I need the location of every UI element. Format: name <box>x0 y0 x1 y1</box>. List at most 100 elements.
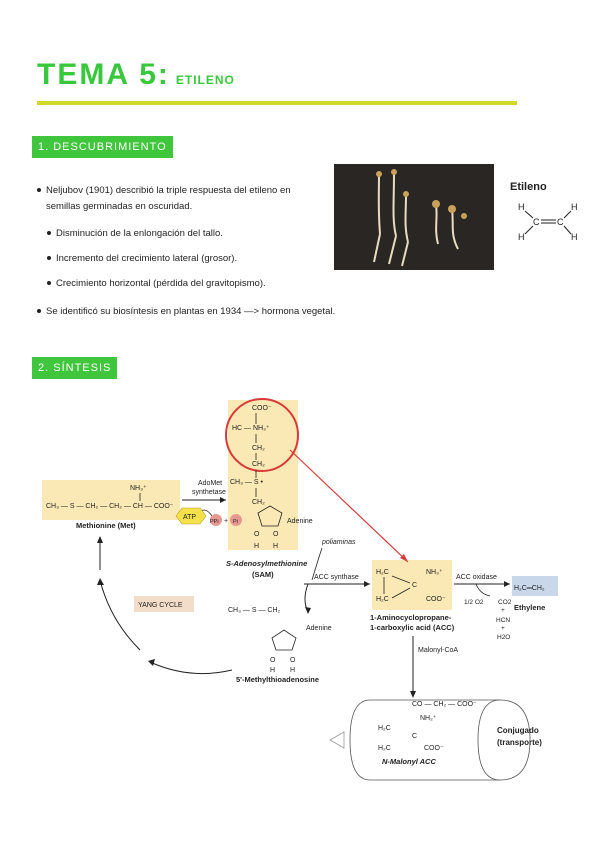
svg-text:C: C <box>412 733 417 740</box>
ethylene-formula: H₂C═CH₂ <box>514 585 545 592</box>
svg-text:H: H <box>518 232 525 242</box>
title-rule <box>37 101 517 105</box>
svg-text:H: H <box>518 202 525 212</box>
met-box <box>42 480 180 520</box>
svg-text:HC — NH₃⁺: HC — NH₃⁺ <box>232 425 270 432</box>
svg-text:CH₂: CH₂ <box>252 461 265 468</box>
conjugado-label: Conjugado <box>497 726 539 735</box>
subbullet-1: Disminución de la enlongación del tallo. <box>47 226 223 242</box>
o2-curve <box>475 583 491 597</box>
ethylene-box <box>512 576 558 596</box>
mta-ring <box>271 629 297 651</box>
svg-text:O: O <box>273 531 279 538</box>
poliaminas-label: poliaminas <box>321 539 356 546</box>
svg-text:O: O <box>270 657 276 664</box>
mta-adenine: Adenine <box>306 625 332 632</box>
svg-text:H₂C: H₂C <box>378 745 391 752</box>
bullet-dot <box>37 188 41 193</box>
subbullet-2: Incremento del crecimiento lateral (gros… <box>47 251 237 267</box>
arrowhead <box>220 497 226 503</box>
seedlings-image <box>373 169 467 267</box>
seedlings-photo <box>334 164 494 270</box>
svg-text:H₂C: H₂C <box>378 725 391 732</box>
atp-star <box>175 507 207 525</box>
ppi-label: PPi <box>210 519 219 525</box>
svg-text:C: C <box>557 217 564 227</box>
arrowhead <box>410 691 416 698</box>
atp-label: ATP <box>183 514 196 521</box>
svg-text:H₂C: H₂C <box>376 569 389 576</box>
svg-text:C: C <box>412 582 417 589</box>
mta-label: 5'-Methylthioadenosine <box>236 675 319 684</box>
arrowhead <box>148 659 155 666</box>
bullet-neljubov: Neljubov (1901) describió la triple resp… <box>37 183 291 215</box>
svg-text:CH₃ — S — CH₂ — CH₂ — CH — COO: CH₃ — S — CH₂ — CH₂ — CH — COO⁻ <box>46 503 174 510</box>
svg-text:CH₃ — S — CH₂: CH₃ — S — CH₂ <box>228 607 281 614</box>
acc-label-2: 1-carboxylic acid (ACC) <box>370 623 455 632</box>
svg-text:NH₃⁺: NH₃⁺ <box>426 569 443 576</box>
svg-text:C: C <box>533 217 540 227</box>
yang-label: YANG CYCLE <box>138 602 183 609</box>
h2o-label: H2O <box>497 634 510 641</box>
hcn-label: HCN <box>496 617 510 624</box>
plus-sign: + <box>224 518 228 525</box>
highlight-circle <box>225 398 299 472</box>
arrowhead <box>364 581 370 587</box>
svg-text:CH₂: CH₂ <box>252 445 265 452</box>
hollow-arrow <box>329 731 345 749</box>
malonyl-acc-label: N-Malonyl ACC <box>382 757 436 766</box>
svg-text:NH₃⁺: NH₃⁺ <box>130 485 147 492</box>
svg-text:O: O <box>254 531 260 538</box>
acc-box <box>372 560 452 610</box>
cycle-arrow-2 <box>99 579 141 651</box>
svg-text:CO — CH₂ — COO⁻: CO — CH₂ — COO⁻ <box>412 701 477 708</box>
bullet-dot <box>37 309 41 314</box>
adomet-label: AdoMet <box>198 480 222 487</box>
red-arrow <box>289 449 409 563</box>
ethylene-label: Etileno <box>510 181 547 193</box>
bullet-dot <box>47 231 51 236</box>
ppi-circle <box>210 514 222 526</box>
svg-text:H: H <box>571 232 578 242</box>
svg-text:COO⁻: COO⁻ <box>252 405 272 412</box>
svg-text:H: H <box>273 543 278 550</box>
red-arrowhead <box>400 554 408 562</box>
o2-label: 1/2 O2 <box>464 599 484 606</box>
transporte-label: (transporte) <box>497 738 542 747</box>
pi-label: Pi <box>233 519 238 525</box>
acco-label: ACC oxidase <box>456 574 497 581</box>
section-heading-descubrimiento: 1. DESCUBRIMIENTO <box>32 136 173 158</box>
accs-label: ACC synthase <box>314 574 359 581</box>
sam-adenine: Adenine <box>287 518 313 525</box>
pi-circle <box>230 514 242 526</box>
svg-text:COO⁻: COO⁻ <box>426 596 446 603</box>
cylinder-edge <box>477 699 501 781</box>
svg-text:H: H <box>254 543 259 550</box>
title-main: TEMA 5: <box>37 58 170 91</box>
svg-text:O: O <box>290 657 296 664</box>
svg-text:H: H <box>270 667 275 674</box>
acc-label-1: 1-Aminocyclopropane- <box>370 613 452 622</box>
sam-box <box>228 400 298 550</box>
yang-box <box>134 596 194 612</box>
arrowhead <box>504 581 510 587</box>
bullet-biosintesis: Se identificó su biosíntesis en plantas … <box>37 304 335 320</box>
svg-text:H: H <box>290 667 295 674</box>
ethylene-product-label: Ethylene <box>514 603 545 612</box>
plus-1: + <box>501 607 505 614</box>
svg-text:NH₂⁺: NH₂⁺ <box>420 715 437 722</box>
page-title: TEMA 5: ETILENO <box>37 58 235 92</box>
svg-text:CH₃ — S •: CH₃ — S • <box>230 479 263 486</box>
malonyl-label: Malonyl-CoA <box>418 647 458 654</box>
svg-text:CH₂: CH₂ <box>252 499 265 506</box>
arrowhead <box>97 536 103 543</box>
arrowhead <box>305 607 311 614</box>
met-label: Methionine (Met) <box>76 521 136 530</box>
poliaminas-arrow <box>311 547 323 581</box>
title-sub: ETILENO <box>175 73 235 87</box>
plus-2: + <box>501 625 505 632</box>
svg-text:H₂C: H₂C <box>376 596 389 603</box>
arrowhead <box>97 578 104 585</box>
